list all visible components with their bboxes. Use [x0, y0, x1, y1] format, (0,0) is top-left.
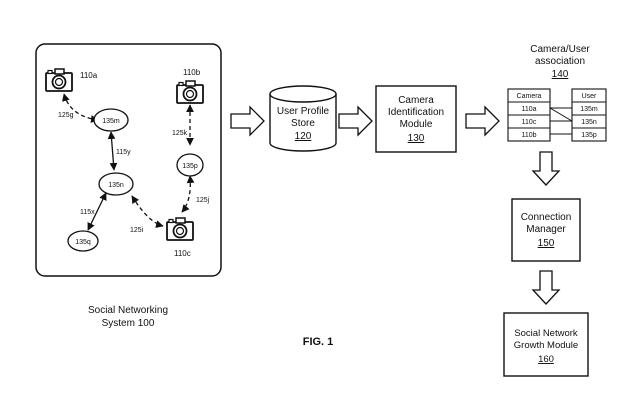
camera-id-ref: 130 [408, 133, 425, 144]
edge-125g [62, 93, 99, 123]
camera-icon [45, 68, 73, 92]
edge-115y [107, 131, 118, 171]
edge-125j [181, 175, 195, 213]
camera-icon [166, 217, 194, 241]
profile-store-cylinder [269, 94, 337, 152]
user-label-135m: 135m [102, 118, 120, 125]
profile-store-cylinder-top [269, 85, 337, 103]
camera-label-110b: 110b [183, 68, 201, 77]
connection-manager-line2: Manager [526, 224, 566, 235]
camera-table-row: 110b [521, 132, 536, 139]
camera-table-header: Camera [517, 93, 542, 100]
camera-id-line3: Module [400, 119, 433, 130]
user-table-row: 135m [580, 106, 598, 113]
user-label-135n: 135n [108, 182, 124, 189]
edge-label-125j: 125j [196, 197, 210, 204]
block-arrow-down [531, 270, 561, 305]
user-label-135p: 135p [182, 163, 198, 170]
edge-label-125i: 125i [130, 227, 144, 234]
growth-module-line1: Social Network [514, 328, 578, 339]
growth-module-line2: Growth Module [514, 340, 578, 351]
connection-manager-box [511, 198, 581, 262]
edge-label-125k: 125k [172, 130, 188, 137]
connection-manager-ref: 150 [538, 238, 555, 249]
block-arrow-down [531, 151, 561, 186]
block-arrow [338, 105, 373, 137]
connection-manager-line1: Connection [521, 212, 572, 223]
camera-table-row: 110a [521, 106, 536, 113]
user-table-header: User [582, 93, 597, 100]
profile-store-line2: Store [291, 118, 315, 129]
user-table-row: 135p [581, 132, 597, 139]
association-link [549, 107, 573, 122]
camera-id-module-box [375, 85, 457, 153]
association-title-line1: Camera/User [530, 44, 590, 55]
edge-115x [87, 192, 107, 231]
user-node-135p [176, 153, 204, 177]
block-arrow [465, 105, 500, 137]
edge-label-115y: 115y [116, 149, 131, 156]
profile-store-line1: User Profile [277, 106, 330, 117]
camera-label-110a: 110a [80, 71, 98, 80]
growth-module-ref: 160 [538, 354, 554, 365]
user-node-135n [98, 172, 134, 196]
camera-id-line2: Identification [388, 107, 444, 118]
growth-module-box [503, 312, 589, 377]
camera-label-110c: 110c [174, 249, 191, 258]
user-node-135q [67, 230, 99, 252]
association-ref: 140 [552, 69, 569, 80]
user-node-135m [93, 108, 129, 132]
camera-table-row: 110c [522, 119, 537, 126]
system-caption-line1: Social Networking [88, 305, 168, 316]
system-caption-line2: System 100 [102, 318, 155, 329]
user-table-row: 135n [581, 119, 597, 126]
figure-label: FIG. 1 [303, 336, 334, 348]
edge-label-125g: 125g [58, 112, 74, 119]
block-arrow [230, 105, 265, 137]
association-title-line2: association [535, 56, 585, 67]
profile-store-ref: 120 [295, 131, 312, 142]
camera-icon [176, 80, 204, 104]
user-label-135q: 135q [75, 239, 91, 246]
edge-label-115x: 115x [80, 209, 95, 216]
camera-id-line1: Camera [398, 95, 434, 106]
